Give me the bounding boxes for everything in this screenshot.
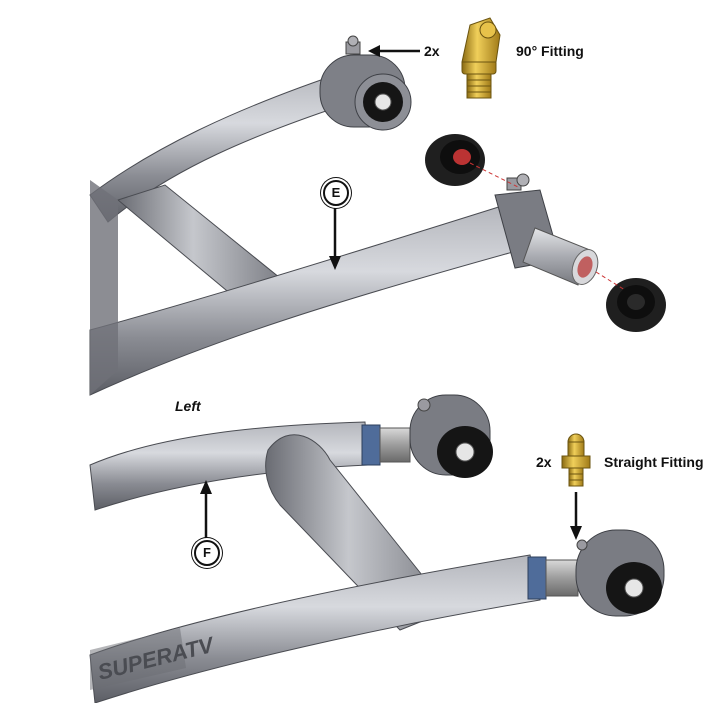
top-fitting-label: 90° Fitting [516,43,584,59]
bushing-upper [425,134,485,186]
ninety-degree-fitting-icon [461,17,501,99]
upper-pivot-housing [319,35,412,131]
side-label: Left [175,398,201,414]
straight-fitting-icon [561,433,591,487]
bushing-lower [606,278,666,332]
axis-line [595,271,626,291]
top-qty-label: 2x [424,43,440,59]
upper-arm-assembly [89,17,666,396]
lower-rod-end [527,529,665,617]
bottom-qty-label: 2x [536,454,552,470]
lower-arm-assembly: SUPERATV [89,394,665,704]
callout-f: F [194,540,220,566]
callout-f-pointer [200,480,212,540]
callout-e-pointer [329,208,341,270]
axis-line [469,162,521,189]
pivot-sleeve-tube [522,227,599,286]
bottom-fitting-label: Straight Fitting [604,454,704,470]
fitting-arrow-bottom [570,492,582,540]
callout-e: E [323,180,349,206]
upper-rod-end [361,394,493,478]
fitting-arrow-top [368,45,420,57]
